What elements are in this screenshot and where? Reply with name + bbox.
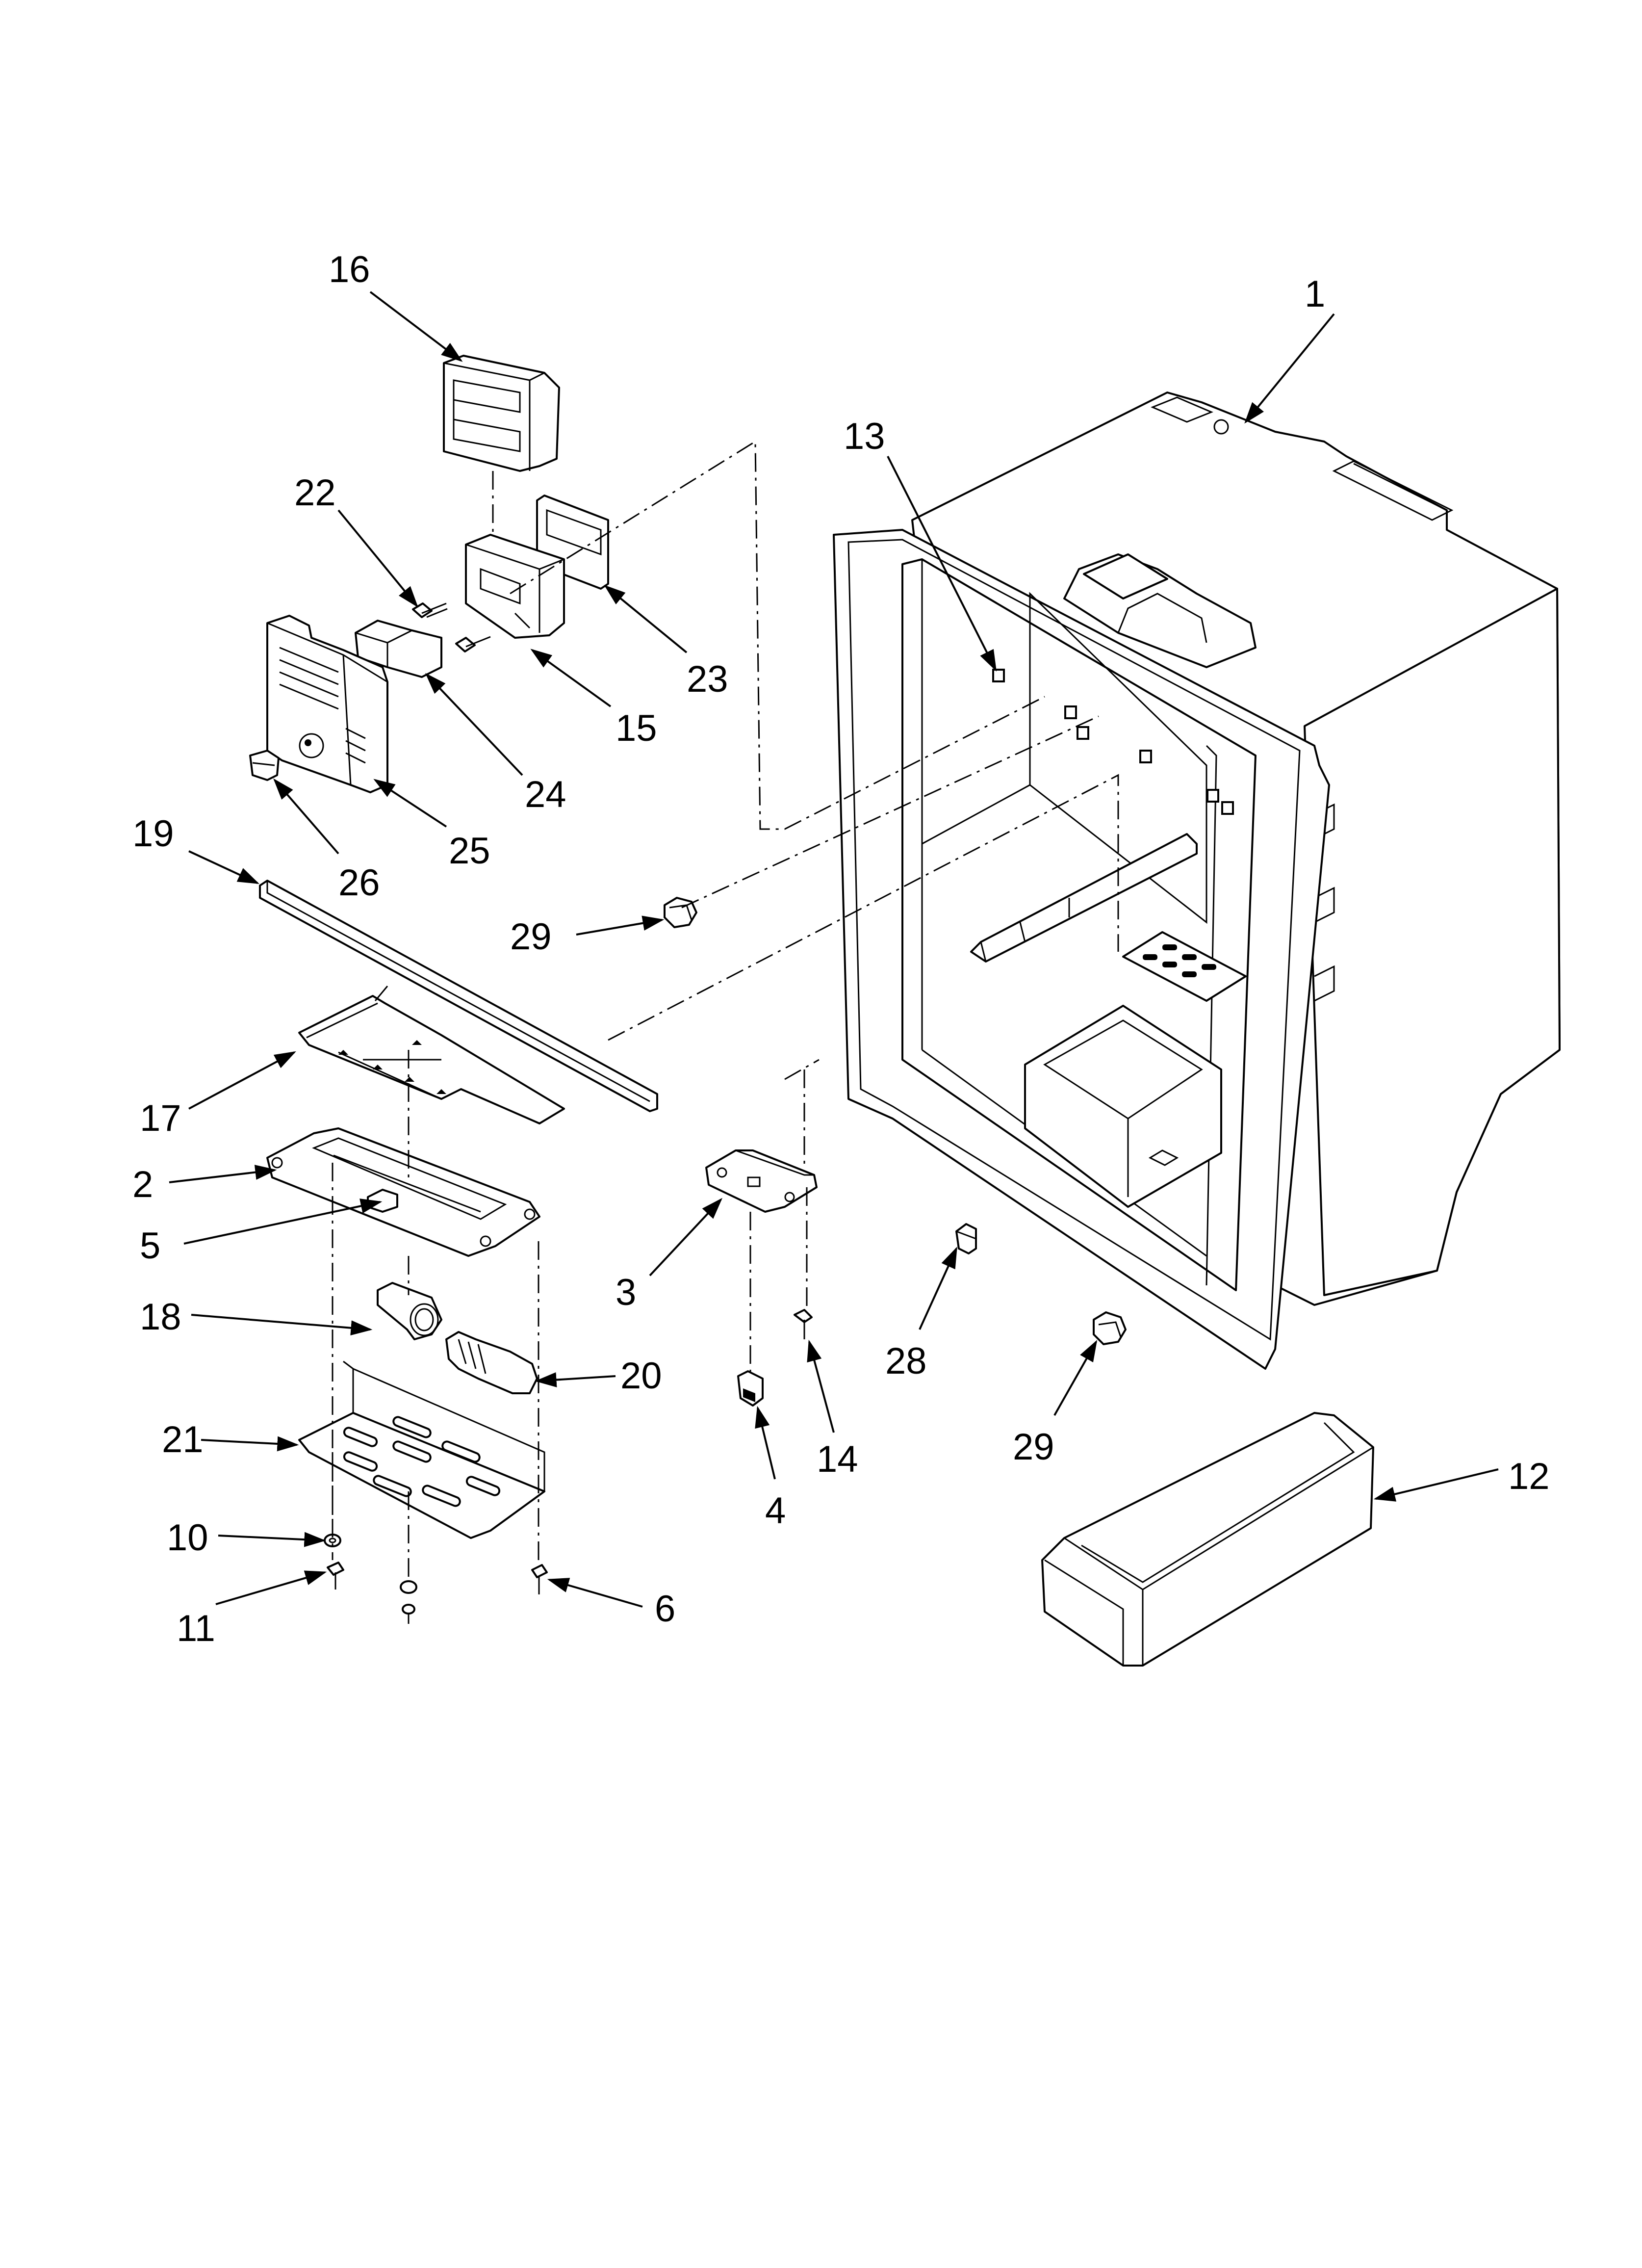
callout-labels: 1 2 3 4 5 6 10 11 12 13 14 15 16 17 18 1… [132, 249, 1550, 1649]
callout-25: 25 [449, 830, 490, 872]
knob-26-part [249, 750, 280, 781]
callout-11: 11 [177, 1608, 215, 1649]
screw-11-part [327, 1562, 344, 1590]
callout-17: 17 [140, 1097, 181, 1139]
callout-3: 3 [616, 1272, 636, 1313]
refrigerator-liner-part [833, 391, 1561, 1370]
screw-22-part [412, 602, 448, 618]
light-reflector-plate-part [266, 1127, 540, 1257]
light-bulb-part [445, 1331, 538, 1394]
callout-19: 19 [132, 813, 174, 855]
gasket-strip-part [259, 880, 658, 1112]
screw-15-part [455, 636, 491, 652]
leader-lines [169, 291, 1499, 1608]
light-shield-part [298, 1360, 545, 1539]
control-housing-part [266, 615, 388, 793]
callout-13: 13 [844, 416, 885, 457]
callout-29-lower: 29 [1013, 1426, 1054, 1468]
callout-2: 2 [132, 1164, 153, 1205]
callout-26: 26 [338, 862, 380, 904]
assembly-lines [332, 440, 1119, 1580]
callout-4: 4 [765, 1490, 786, 1532]
callout-23: 23 [687, 658, 728, 700]
callout-1: 1 [1305, 273, 1325, 315]
callout-29-upper: 29 [510, 916, 552, 958]
screw-6-part [531, 1564, 548, 1594]
callout-16: 16 [329, 249, 370, 290]
callout-21: 21 [162, 1419, 204, 1460]
storage-bin-part [1041, 1412, 1374, 1667]
plug-29-lower-part [1093, 1311, 1127, 1345]
plug-29-upper-part [664, 897, 697, 928]
callout-28: 28 [885, 1340, 927, 1382]
control-assembly-part [465, 534, 565, 639]
plug-28-part [955, 1223, 977, 1254]
callout-15: 15 [616, 707, 657, 749]
washer-center-part [400, 1580, 417, 1624]
callout-22: 22 [294, 472, 336, 514]
switch-bracket-part [705, 1149, 818, 1213]
callout-14: 14 [817, 1438, 858, 1480]
callout-20: 20 [620, 1355, 662, 1397]
screw-14-part [794, 1309, 813, 1339]
callout-6: 6 [655, 1588, 675, 1630]
callout-18: 18 [140, 1296, 181, 1338]
callout-12: 12 [1508, 1456, 1550, 1497]
control-housing-cover-part [443, 355, 560, 472]
light-housing-frame-part [298, 986, 565, 1124]
callout-5: 5 [140, 1225, 160, 1267]
socket-18-part [377, 1282, 442, 1340]
switch-part [737, 1370, 764, 1407]
callout-10: 10 [167, 1517, 208, 1559]
callout-24: 24 [525, 774, 566, 815]
